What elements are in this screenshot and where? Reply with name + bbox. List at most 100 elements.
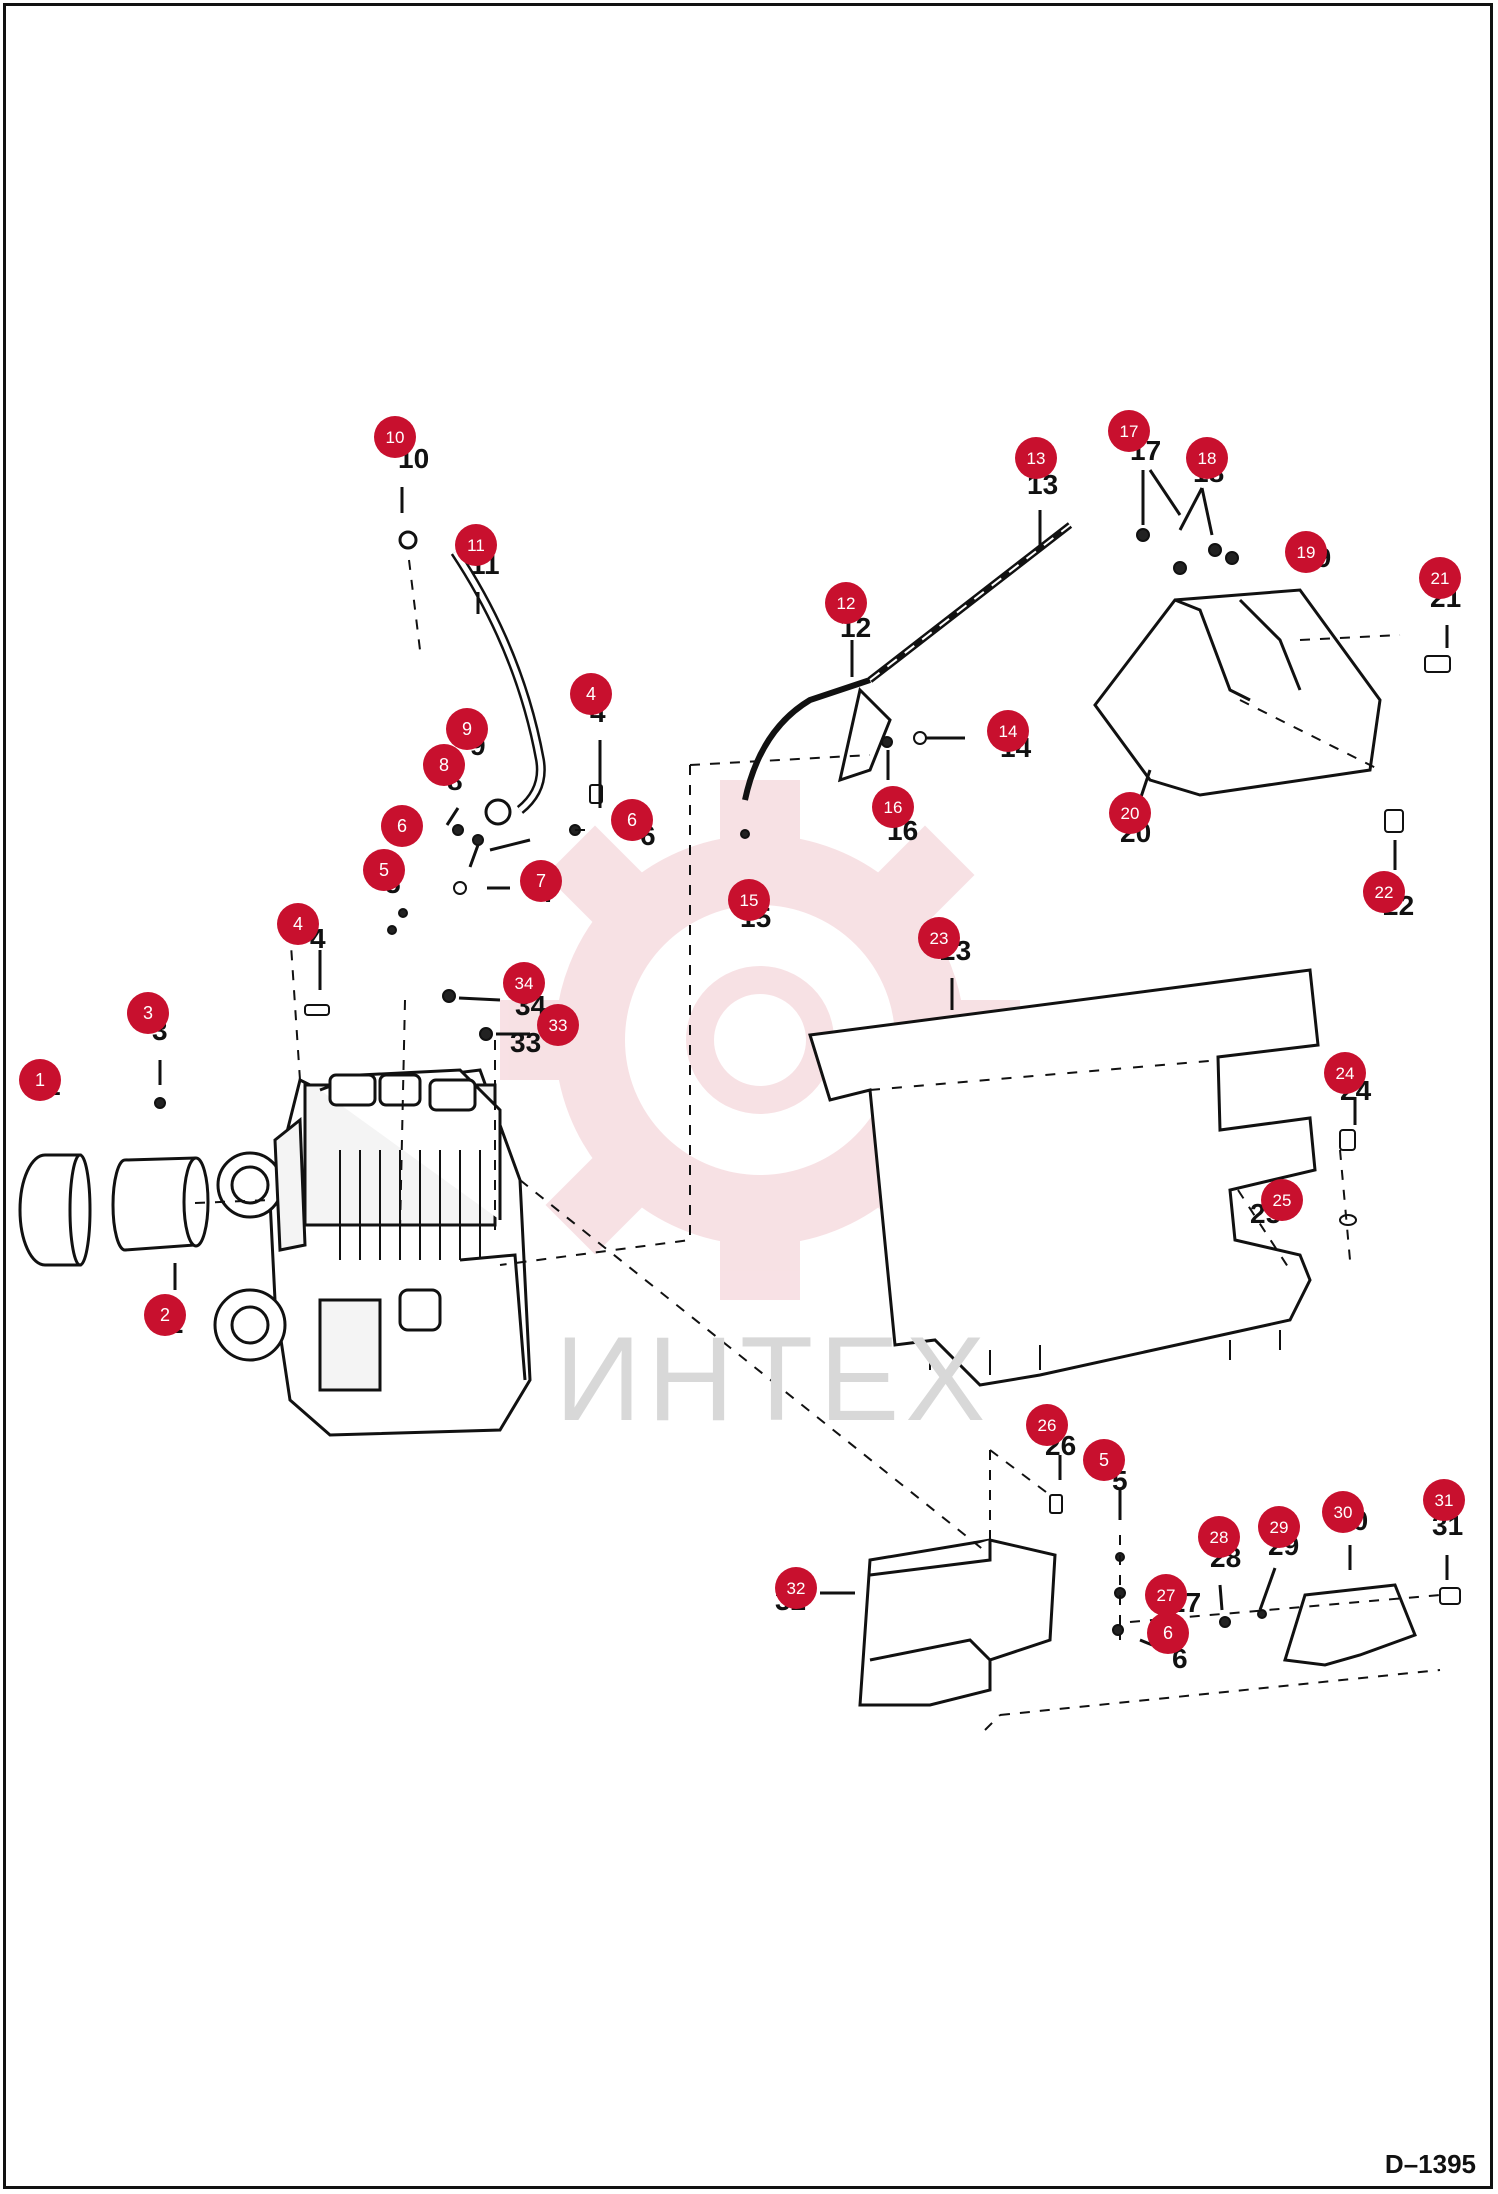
callout-marker (1109, 792, 1151, 834)
callout-label: 28 (1210, 1528, 1229, 1547)
callout-label: 9 (462, 719, 472, 739)
callout-marker (1324, 1052, 1366, 1094)
callout-marker (775, 1567, 817, 1609)
callout-label: 27 (1157, 1586, 1176, 1605)
callout-marker (503, 962, 545, 1004)
callout-22: 22 (1363, 871, 1405, 913)
callout-17: 17 (1108, 410, 1150, 452)
callout-label: 23 (930, 929, 949, 948)
callout-10: 10 (374, 416, 416, 458)
svg-text:33: 33 (510, 1027, 541, 1058)
callout-21: 21 (1419, 557, 1461, 599)
callout-label: 19 (1297, 543, 1316, 562)
callout-marker (1198, 1516, 1240, 1558)
callout-23: 23 (918, 917, 960, 959)
callout-marker (277, 903, 319, 945)
oil-fill-rod (742, 522, 1073, 801)
callout-marker (520, 860, 562, 902)
callout-27: 27 (1145, 1574, 1187, 1616)
callout-marker (1322, 1491, 1364, 1533)
callout-label: 8 (439, 755, 449, 775)
callout-20: 20 (1109, 792, 1151, 834)
callout-label: 5 (379, 860, 389, 880)
callout-label: 13 (1027, 449, 1046, 468)
callout-marker (446, 708, 488, 750)
panel-23 (808, 968, 1320, 1387)
callout-label: 7 (536, 871, 546, 891)
callout-19: 19 (1285, 531, 1327, 573)
callout-8: 8 (423, 744, 465, 786)
callout-marker (987, 710, 1029, 752)
callout-label: 4 (293, 914, 303, 934)
callout-14: 14 (987, 710, 1029, 752)
callout-4: 4 (277, 903, 319, 945)
callout-marker (1423, 1479, 1465, 1521)
shroud-32 (858, 1538, 1057, 1707)
callout-label: 4 (586, 684, 596, 704)
callout-5: 5 (1083, 1439, 1125, 1481)
callout-label: 24 (1336, 1064, 1355, 1083)
callout-34: 34 (503, 962, 545, 1004)
callout-marker (1147, 1612, 1189, 1654)
callout-9: 9 (446, 708, 488, 750)
callout-label: 30 (1334, 1503, 1353, 1522)
callout-5: 5 (363, 849, 405, 891)
callout-label: 26 (1038, 1416, 1057, 1435)
callout-marker (1083, 1439, 1125, 1481)
callout-6: 6 (381, 805, 423, 847)
callout-marker (1186, 437, 1228, 479)
callout-label: 20 (1121, 804, 1140, 823)
callout-32: 32 (775, 1567, 817, 1609)
callout-marker (1258, 1506, 1300, 1548)
callout-label: 6 (1163, 1623, 1173, 1643)
bracket-20 (1093, 588, 1382, 797)
callout-marker (423, 744, 465, 786)
callout-marker (1419, 557, 1461, 599)
callout-marker (1015, 437, 1057, 479)
callout-3: 3 (127, 992, 169, 1034)
callout-18: 18 (1186, 437, 1228, 479)
callout-28: 28 (1198, 1516, 1240, 1558)
callout-label: 10 (386, 428, 405, 447)
callout-15: 15 (728, 879, 770, 921)
callout-6: 6 (1147, 1612, 1189, 1654)
callout-label: 6 (627, 810, 637, 830)
page-frame (3, 3, 1493, 2189)
callout-2: 2 (144, 1294, 186, 1336)
callout-label: 32 (787, 1579, 806, 1598)
callout-label: 29 (1270, 1518, 1289, 1537)
watermark-text: ИНТЕХ (555, 1312, 992, 1446)
callout-marker (1026, 1404, 1068, 1446)
callout-30: 30 (1322, 1491, 1364, 1533)
callout-marker (1108, 410, 1150, 452)
callout-26: 26 (1026, 1404, 1068, 1446)
callout-label: 31 (1435, 1491, 1454, 1510)
callout-label: 11 (467, 536, 485, 555)
fasteners (154, 528, 1461, 1636)
callout-label: 5 (1099, 1450, 1109, 1470)
callout-16: 16 (872, 786, 914, 828)
callout-marker (144, 1294, 186, 1336)
callout-label: 12 (837, 594, 856, 613)
callout-label: 6 (397, 816, 407, 836)
callout-marker (127, 992, 169, 1034)
callout-25: 25 (1261, 1179, 1303, 1221)
callout-marker (381, 805, 423, 847)
engine-assembly (213, 1068, 532, 1437)
callout-label: 18 (1198, 449, 1217, 468)
callout-label: 22 (1375, 883, 1394, 902)
callout-13: 13 (1015, 437, 1057, 479)
air-cleaner-parts (18, 1153, 210, 1267)
callout-label: 15 (740, 891, 759, 910)
callout-marker (1145, 1574, 1187, 1616)
callout-1: 1 (19, 1059, 61, 1101)
bracket-30 (1283, 1583, 1417, 1667)
dipstick-tube-assembly (398, 530, 546, 826)
callout-marker (455, 524, 497, 566)
callout-12: 12 (825, 582, 867, 624)
callout-label: 16 (884, 798, 903, 817)
callout-label: 33 (549, 1016, 568, 1035)
callout-29: 29 (1258, 1506, 1300, 1548)
callout-label: 34 (515, 974, 534, 993)
